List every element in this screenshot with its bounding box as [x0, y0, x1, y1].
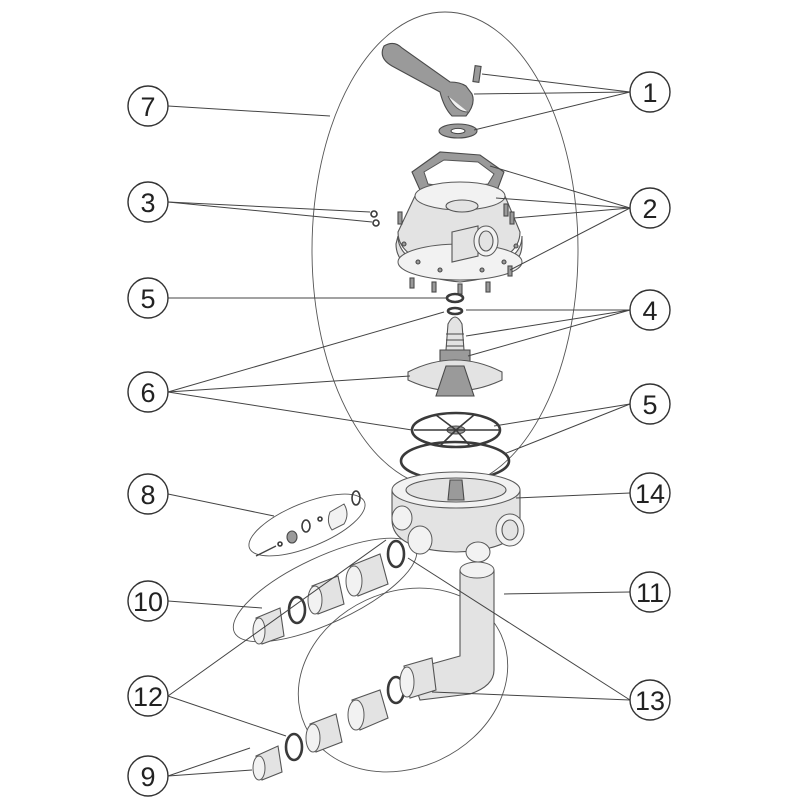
callout-14-label: 14 — [635, 479, 665, 509]
valve-cover — [395, 181, 523, 283]
callout-4: 4 — [629, 289, 671, 331]
callout-10-label: 10 — [133, 587, 163, 617]
callout-9: 9 — [127, 755, 169, 797]
callout-9-label: 9 — [140, 762, 155, 792]
callout-5-lower-label: 5 — [642, 390, 657, 420]
group-outline-11 — [297, 587, 509, 773]
cover-screws — [397, 203, 515, 295]
callout-5-upper: 5 — [127, 277, 169, 319]
callout-5-lower: 5 — [629, 383, 671, 425]
callout-12-label: 12 — [133, 682, 163, 712]
callout-12: 12 — [127, 675, 169, 717]
handle-part — [381, 42, 482, 117]
callout-6: 6 — [127, 371, 169, 413]
callout-10: 10 — [127, 580, 169, 622]
callout-11: 11 — [629, 571, 671, 613]
callout-11-label: 11 — [636, 578, 664, 608]
callout-13: 13 — [629, 679, 671, 721]
callout-3: 3 — [127, 181, 169, 223]
group-outline-8 — [248, 493, 366, 557]
elbow-pipe — [399, 561, 495, 701]
handle-washer-hole — [450, 127, 466, 135]
callout-6-label: 6 — [140, 378, 155, 408]
callout-8: 8 — [127, 473, 169, 515]
callout-8-label: 8 — [140, 480, 155, 510]
callout-2-label: 2 — [642, 194, 657, 224]
valve-body — [391, 471, 525, 563]
union-fittings-upper — [252, 539, 406, 645]
callout-13-label: 13 — [635, 686, 665, 716]
callout-4-label: 4 — [642, 296, 657, 326]
o-ring-upper — [445, 292, 465, 304]
callout-14: 14 — [629, 472, 671, 514]
callout-7-label: 7 — [140, 92, 155, 122]
callout-1: 1 — [629, 71, 671, 113]
drain-assembly — [255, 490, 361, 557]
callout-5-upper-label: 5 — [140, 284, 155, 314]
rotor-assembly — [407, 316, 503, 397]
o-ring-small — [446, 306, 464, 316]
leader-lines — [167, 73, 631, 777]
union-fittings-lower — [252, 675, 406, 781]
callout-2: 2 — [629, 187, 671, 229]
callout-3-label: 3 — [140, 188, 155, 218]
callout-7: 7 — [127, 85, 169, 127]
callout-1-label: 1 — [642, 78, 657, 108]
small-nuts — [370, 210, 380, 227]
